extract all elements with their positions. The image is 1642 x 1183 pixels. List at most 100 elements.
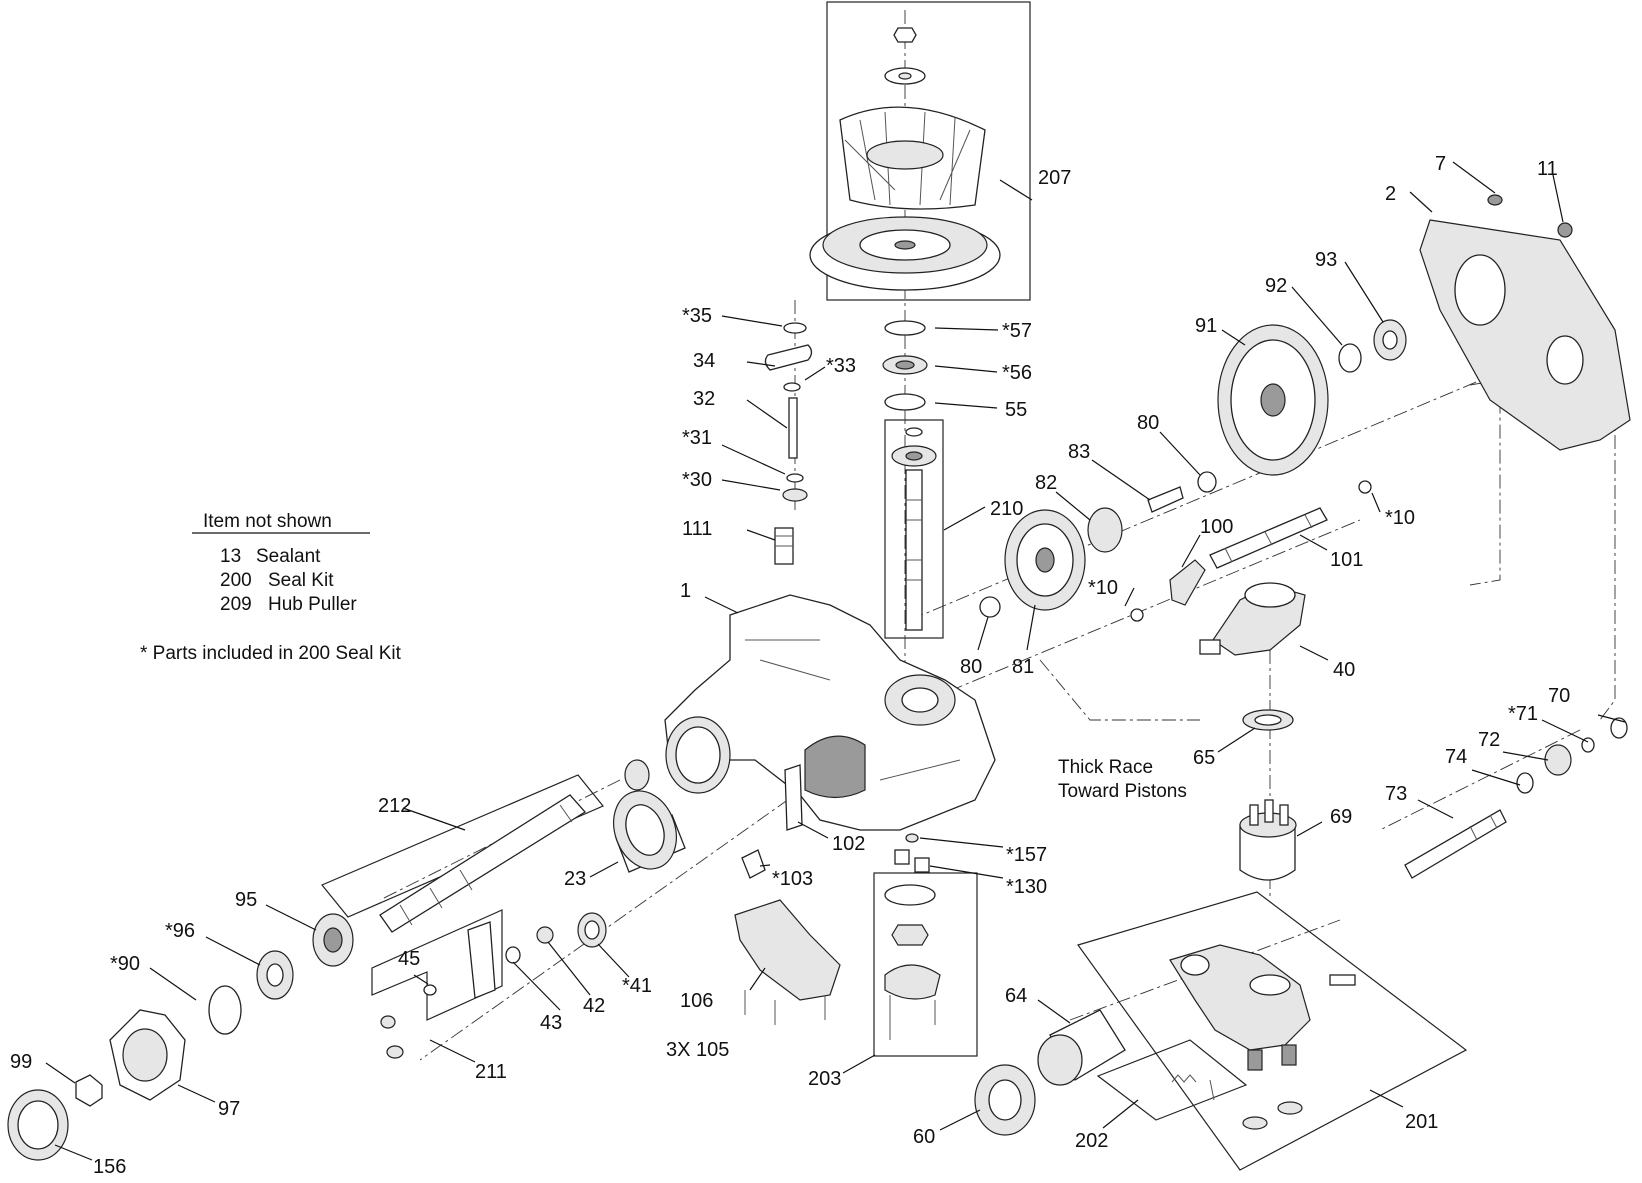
notes-row-209-num: 209	[220, 594, 252, 615]
callout-72: 72	[1478, 729, 1500, 751]
callout-42: 42	[583, 995, 605, 1017]
kit-box-210	[884, 419, 944, 639]
callout-41: *41	[622, 975, 652, 997]
callout-70: 70	[1548, 685, 1570, 707]
kit-box-201	[1077, 891, 1468, 1171]
notes-row-200-desc: Seal Kit	[268, 570, 334, 591]
callout-73: 73	[1385, 783, 1407, 805]
callout-33: *33	[826, 355, 856, 377]
callout-207: 207	[1038, 167, 1071, 189]
main-housing	[664, 594, 996, 831]
gear-train	[979, 194, 1631, 618]
callout-102: 102	[832, 833, 865, 855]
callout-80-upper: 80	[1137, 412, 1159, 434]
notes-row-200-num: 200	[220, 570, 252, 591]
callout-93: 93	[1315, 249, 1337, 271]
callout-96: *96	[165, 920, 195, 942]
input-shaft	[891, 427, 937, 631]
kit-box-202	[1096, 1039, 1248, 1121]
pump-shaft-parts	[1404, 717, 1628, 879]
axle-bearing	[624, 759, 650, 791]
assembly-axes	[379, 10, 1616, 1061]
motor-housing	[1199, 582, 1306, 656]
control-lever-stack	[764, 322, 813, 502]
notes-row-13-desc: Sealant	[256, 546, 321, 567]
callout-69: 69	[1330, 806, 1352, 828]
callout-92: 92	[1265, 275, 1287, 297]
callout-43: 43	[540, 1012, 562, 1034]
kit-box-211	[371, 909, 503, 1021]
callout-105: 3X 105	[666, 1039, 729, 1061]
center-section	[1169, 944, 1356, 1130]
callout-7: 7	[1435, 153, 1446, 175]
callout-82: 82	[1035, 472, 1057, 494]
oil-filter	[613, 790, 686, 873]
callout-95: 95	[235, 889, 257, 911]
brake-parts	[380, 764, 803, 1059]
callout-55: 55	[1005, 399, 1027, 421]
motor-shaft-parts	[1130, 480, 1372, 622]
notes-footnote: * Parts included in 200 Seal Kit	[140, 643, 402, 664]
callout-91: 91	[1195, 315, 1217, 337]
annotation-line-1: Thick Race	[1058, 757, 1153, 778]
callout-34: 34	[693, 350, 715, 372]
callout-83: 83	[1068, 441, 1090, 463]
callout-57: *57	[1002, 320, 1032, 342]
callout-65: 65	[1193, 747, 1215, 769]
callout-80-lower: 80	[960, 656, 982, 678]
callout-100: 100	[1200, 516, 1233, 538]
callout-10-lower: *10	[1088, 577, 1118, 599]
callout-10-upper: *10	[1385, 507, 1415, 529]
callout-45: 45	[398, 948, 420, 970]
callout-2: 2	[1385, 183, 1396, 205]
callout-212: 212	[378, 795, 411, 817]
callout-71: *71	[1508, 703, 1538, 725]
callout-81: 81	[1012, 656, 1034, 678]
callout-211: 211	[475, 1061, 507, 1083]
callout-11: 11	[1537, 158, 1558, 180]
axle-shaft	[379, 794, 586, 933]
kit-box-212	[321, 774, 604, 918]
notes-row-209-desc: Hub Puller	[268, 594, 357, 615]
kit-box-203	[873, 872, 978, 1057]
callout-32: 32	[693, 388, 715, 410]
callout-64: 64	[1005, 985, 1027, 1007]
fan-pulley-assembly	[809, 27, 1001, 291]
callout-201: 201	[1405, 1111, 1438, 1133]
mounting-bracket	[734, 899, 841, 1025]
callout-23: 23	[564, 868, 586, 890]
notes-heading: Item not shown	[203, 511, 332, 532]
callout-90: *90	[110, 953, 140, 975]
thrust-bearing-cylinder	[1239, 709, 1297, 881]
pump-cylinder-parts	[974, 1009, 1215, 1136]
callout-31: *31	[682, 427, 712, 449]
callout-74: 74	[1445, 746, 1467, 768]
callout-60: 60	[913, 1126, 935, 1148]
kit-box-207	[826, 1, 1031, 301]
callout-203: 203	[808, 1068, 841, 1090]
callout-56: *56	[1002, 362, 1032, 384]
callout-99: 99	[10, 1051, 32, 1073]
check-valve-parts	[884, 833, 941, 1040]
items-not-shown-notes: Item not shown 13 Sealant 200 Seal Kit 2…	[140, 511, 402, 664]
hub-assembly	[7, 913, 354, 1161]
callout-202: 202	[1075, 1130, 1108, 1152]
callout-106: 106	[680, 990, 713, 1012]
callout-40: 40	[1333, 659, 1355, 681]
callout-97: 97	[218, 1098, 240, 1120]
callout-103: *103	[772, 868, 813, 890]
vent-fitting	[774, 527, 794, 565]
notes-row-13-num: 13	[220, 546, 241, 567]
callout-157: *157	[1006, 844, 1047, 866]
callout-30: *30	[682, 469, 712, 491]
input-seal-stack	[882, 320, 928, 411]
callout-111: 111	[682, 518, 712, 540]
thick-race-annotation: Thick Race Toward Pistons	[1058, 757, 1187, 802]
callout-156: 156	[93, 1156, 126, 1178]
callout-210: 210	[990, 498, 1023, 520]
callout-labels: 207 7 11 2 93 92 91 *35 *57 34 *33 *56 3…	[10, 153, 1570, 1178]
callout-35: *35	[682, 305, 712, 327]
annotation-line-2: Toward Pistons	[1058, 781, 1187, 802]
callout-1: 1	[680, 580, 691, 602]
